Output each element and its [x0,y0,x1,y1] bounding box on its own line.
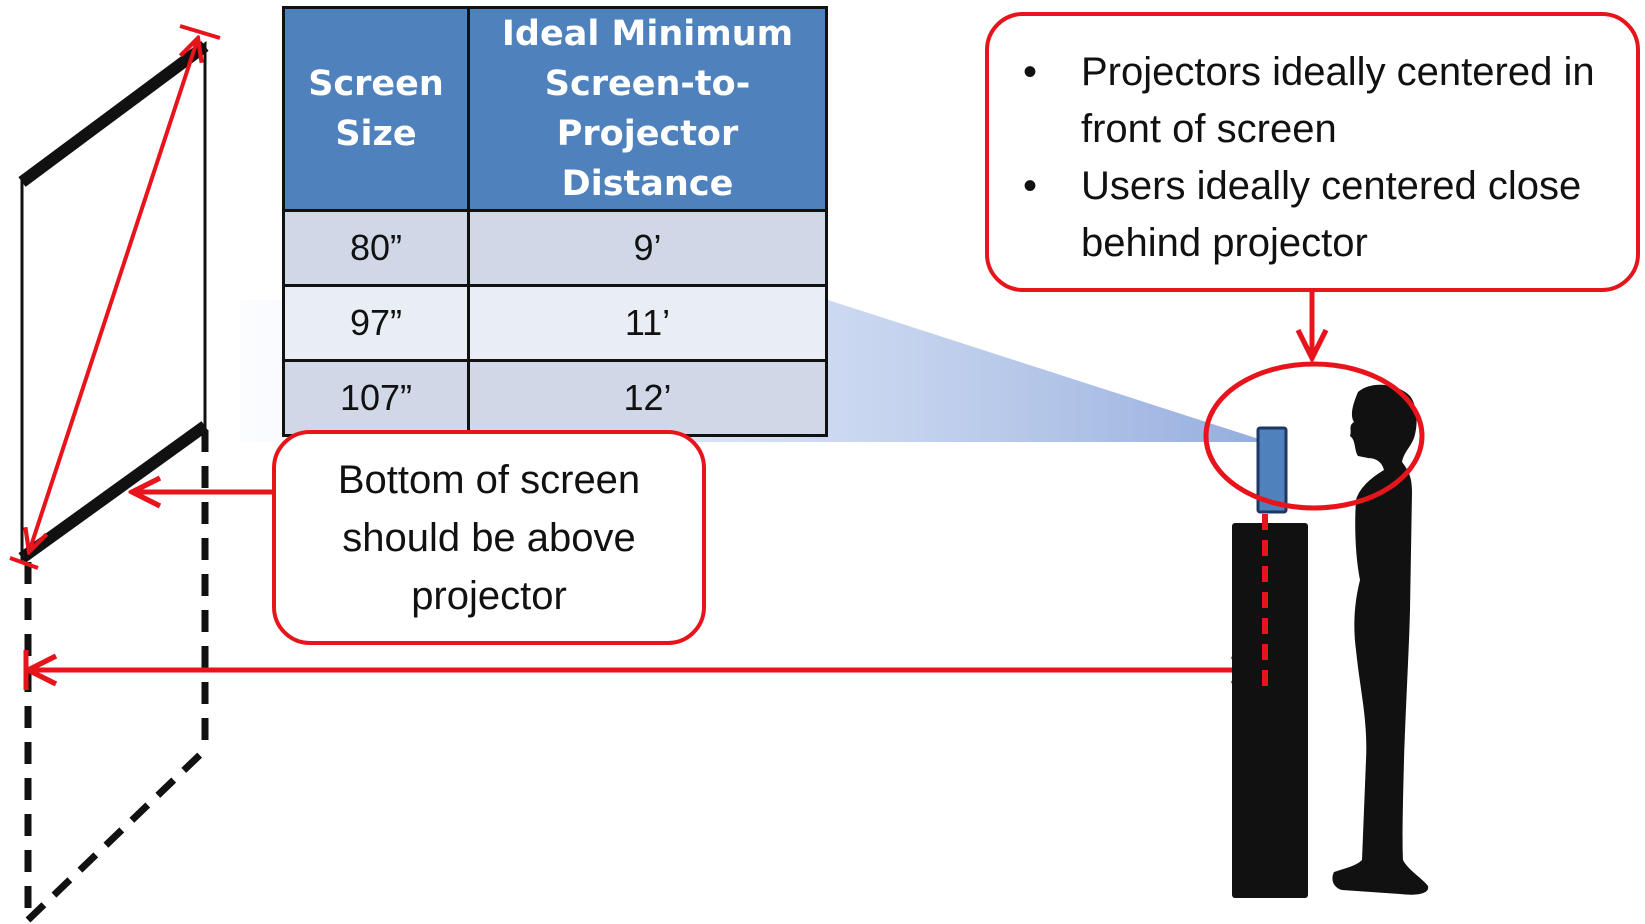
screen-bottom-callout: Bottom of screen should be above project… [272,430,706,645]
header-screen-size: Screen Size [282,6,470,212]
cell-screen-size: 97” [282,284,470,362]
screen-bottom-text: Bottom of screen should be above project… [337,457,641,618]
table-row: 97” 11’ [282,284,828,362]
header-min-distance: Ideal Minimum Screen-to-Projector Distan… [467,6,828,212]
projector-icon [1256,426,1288,514]
cell-screen-size: 80” [282,209,470,287]
cell-distance: 11’ [467,284,828,362]
room-floor-outline [24,430,1500,924]
table-header-row: Screen Size Ideal Minimum Screen-to-Proj… [282,6,828,212]
screen-diagonal-arrow [9,24,221,570]
table-row: 80” 9’ [282,209,828,287]
cell-distance: 12’ [467,359,828,437]
highlight-ellipse [1203,361,1425,511]
distance-arrow [23,650,1260,690]
cell-distance: 9’ [467,209,828,287]
cell-screen-size: 107” [282,359,470,437]
table-row: 107” 12’ [282,359,828,437]
person-silhouette [1332,384,1429,895]
list-item: Users ideally centered close behind proj… [1023,158,1636,272]
projector-stand [1232,523,1308,898]
list-item: Projectors ideally centered in front of … [1023,44,1636,158]
tips-list: Projectors ideally centered in front of … [989,44,1636,272]
projection-screen [18,41,209,563]
screen-distance-table: Screen Size Ideal Minimum Screen-to-Proj… [282,6,828,437]
placement-tips-callout: Projectors ideally centered in front of … [985,12,1640,292]
